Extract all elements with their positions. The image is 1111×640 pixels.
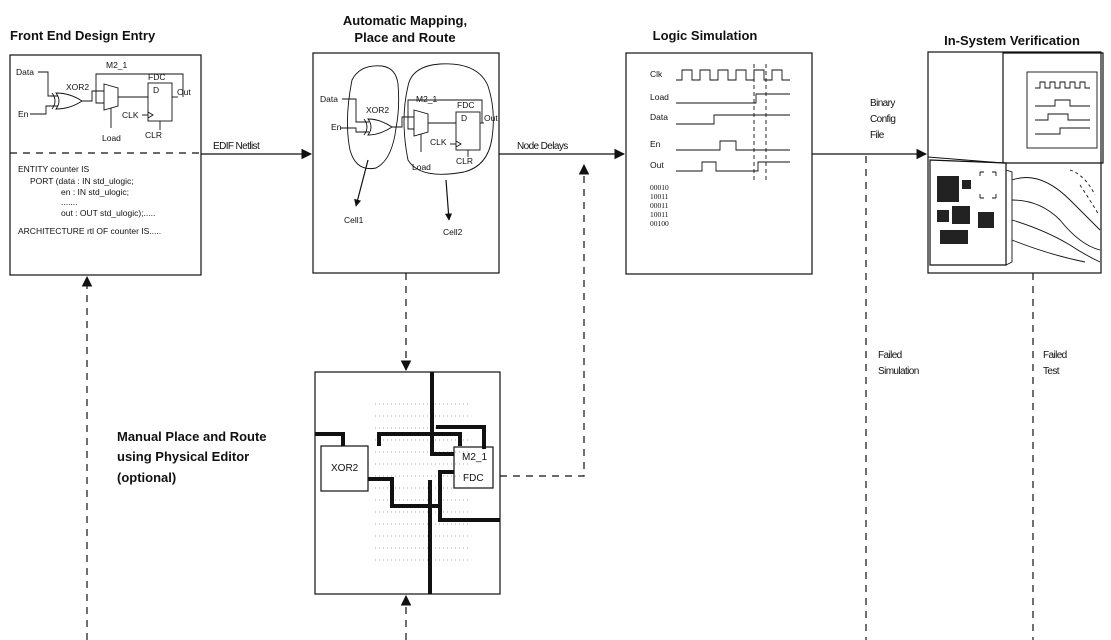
label-binary: Binary <box>870 98 895 109</box>
fe-clr-label: CLR <box>145 130 162 140</box>
signal-label-data: Data <box>650 112 668 122</box>
title-front-end: Front End Design Entry <box>10 28 156 43</box>
map-d-label: D <box>461 113 467 123</box>
phys-m21-label: M2_1 <box>462 452 487 463</box>
label-failed-test-2: Test <box>1043 366 1060 377</box>
vhdl-line2: PORT (data : IN std_ulogic; <box>30 176 134 186</box>
signal-label-en: En <box>650 139 661 149</box>
label-failed-sim-1: Failed <box>878 350 902 361</box>
test-vector: 10011 <box>650 192 669 201</box>
monitor <box>1002 52 1104 164</box>
map-fdc-label: FDC <box>457 100 474 110</box>
map-clr-label: CLR <box>456 156 473 166</box>
waveform-data <box>676 114 790 125</box>
map-en-label: En <box>331 122 342 132</box>
fe-fdc-label: FDC <box>148 72 165 82</box>
arrow-physical-to-node-delays <box>500 163 590 477</box>
vhdl-line3: en : IN std_ulogic; <box>61 187 129 197</box>
vhdl-line6: ARCHITECTURE rtl OF counter IS..... <box>18 226 161 236</box>
title-mapping-line2: Place and Route <box>354 30 455 45</box>
front-end-box: Data En XOR2 M2_1 FDC Out CLK CLR Load D… <box>9 54 202 276</box>
waveform-out <box>676 161 790 172</box>
fe-xor2-label: XOR2 <box>66 82 89 92</box>
map-load-label: Load <box>412 162 431 172</box>
signal-label-out: Out <box>650 160 664 170</box>
waveform-load <box>676 93 790 104</box>
monitor-screen <box>1026 71 1098 149</box>
title-in-system-verification: In-System Verification <box>944 33 1080 48</box>
vhdl-line5: out : OUT std_ulogic);..... <box>61 208 155 218</box>
cell1-label: Cell1 <box>344 215 364 225</box>
fe-m21-label: M2_1 <box>106 60 128 70</box>
label-file: File <box>870 130 885 141</box>
physical-editor-box: XOR2 M2_1 FDC <box>314 371 501 595</box>
fe-xor-gate <box>55 92 83 110</box>
label-failed-sim-2: Simulation <box>878 366 919 377</box>
signal-label-clk: Clk <box>650 69 663 79</box>
phys-xor2-label: XOR2 <box>331 463 359 474</box>
map-clk-label: CLK <box>430 137 447 147</box>
cell1-outline <box>346 65 400 170</box>
manual-title-line1: Manual Place and Route <box>117 429 267 444</box>
phys-fdc-label: FDC <box>463 473 484 484</box>
fe-out-label: Out <box>177 87 191 97</box>
map-mux <box>413 109 429 137</box>
label-node-delays: Node Delays <box>517 141 568 152</box>
map-xor-gate <box>367 118 393 136</box>
fe-clk-label: CLK <box>122 110 139 120</box>
waveform-clk <box>676 69 790 81</box>
waveform-en <box>676 140 790 151</box>
vhdl-line1: ENTITY counter IS <box>18 164 90 174</box>
fe-mux <box>103 83 119 111</box>
cell2-label: Cell2 <box>443 227 463 237</box>
title-logic-simulation: Logic Simulation <box>653 28 758 43</box>
map-out-label: Out <box>484 113 498 123</box>
test-vector: 10011 <box>650 210 669 219</box>
fe-en-label: En <box>18 109 29 119</box>
phys-fdc-block <box>453 446 494 489</box>
fe-d-label: D <box>153 85 159 95</box>
cell2-outline <box>403 63 494 175</box>
vhdl-line4: ....... <box>61 197 78 207</box>
test-vector: 00010 <box>650 183 669 192</box>
map-xor2-label: XOR2 <box>366 105 389 115</box>
label-config: Config <box>870 114 895 125</box>
signal-label-load: Load <box>650 92 669 102</box>
fe-load-label: Load <box>102 133 121 143</box>
manual-title-line3: (optional) <box>117 470 176 485</box>
map-m21-label: M2_1 <box>416 94 438 104</box>
mapping-box: Data En XOR2 M2_1 FDC D Out CLK CLR Load… <box>312 52 500 274</box>
test-vector: 00100 <box>650 219 669 228</box>
map-data-label: Data <box>320 94 338 104</box>
label-edif-netlist: EDIF Netlist <box>213 141 260 152</box>
test-vector: 00011 <box>650 201 669 210</box>
label-failed-test-1: Failed <box>1043 350 1067 361</box>
title-mapping-line1: Automatic Mapping, <box>343 13 467 28</box>
phys-xor2-block <box>320 445 369 492</box>
in-system-box <box>927 51 1104 274</box>
manual-title-line2: using Physical Editor <box>117 449 249 464</box>
fe-data-label: Data <box>16 67 34 77</box>
